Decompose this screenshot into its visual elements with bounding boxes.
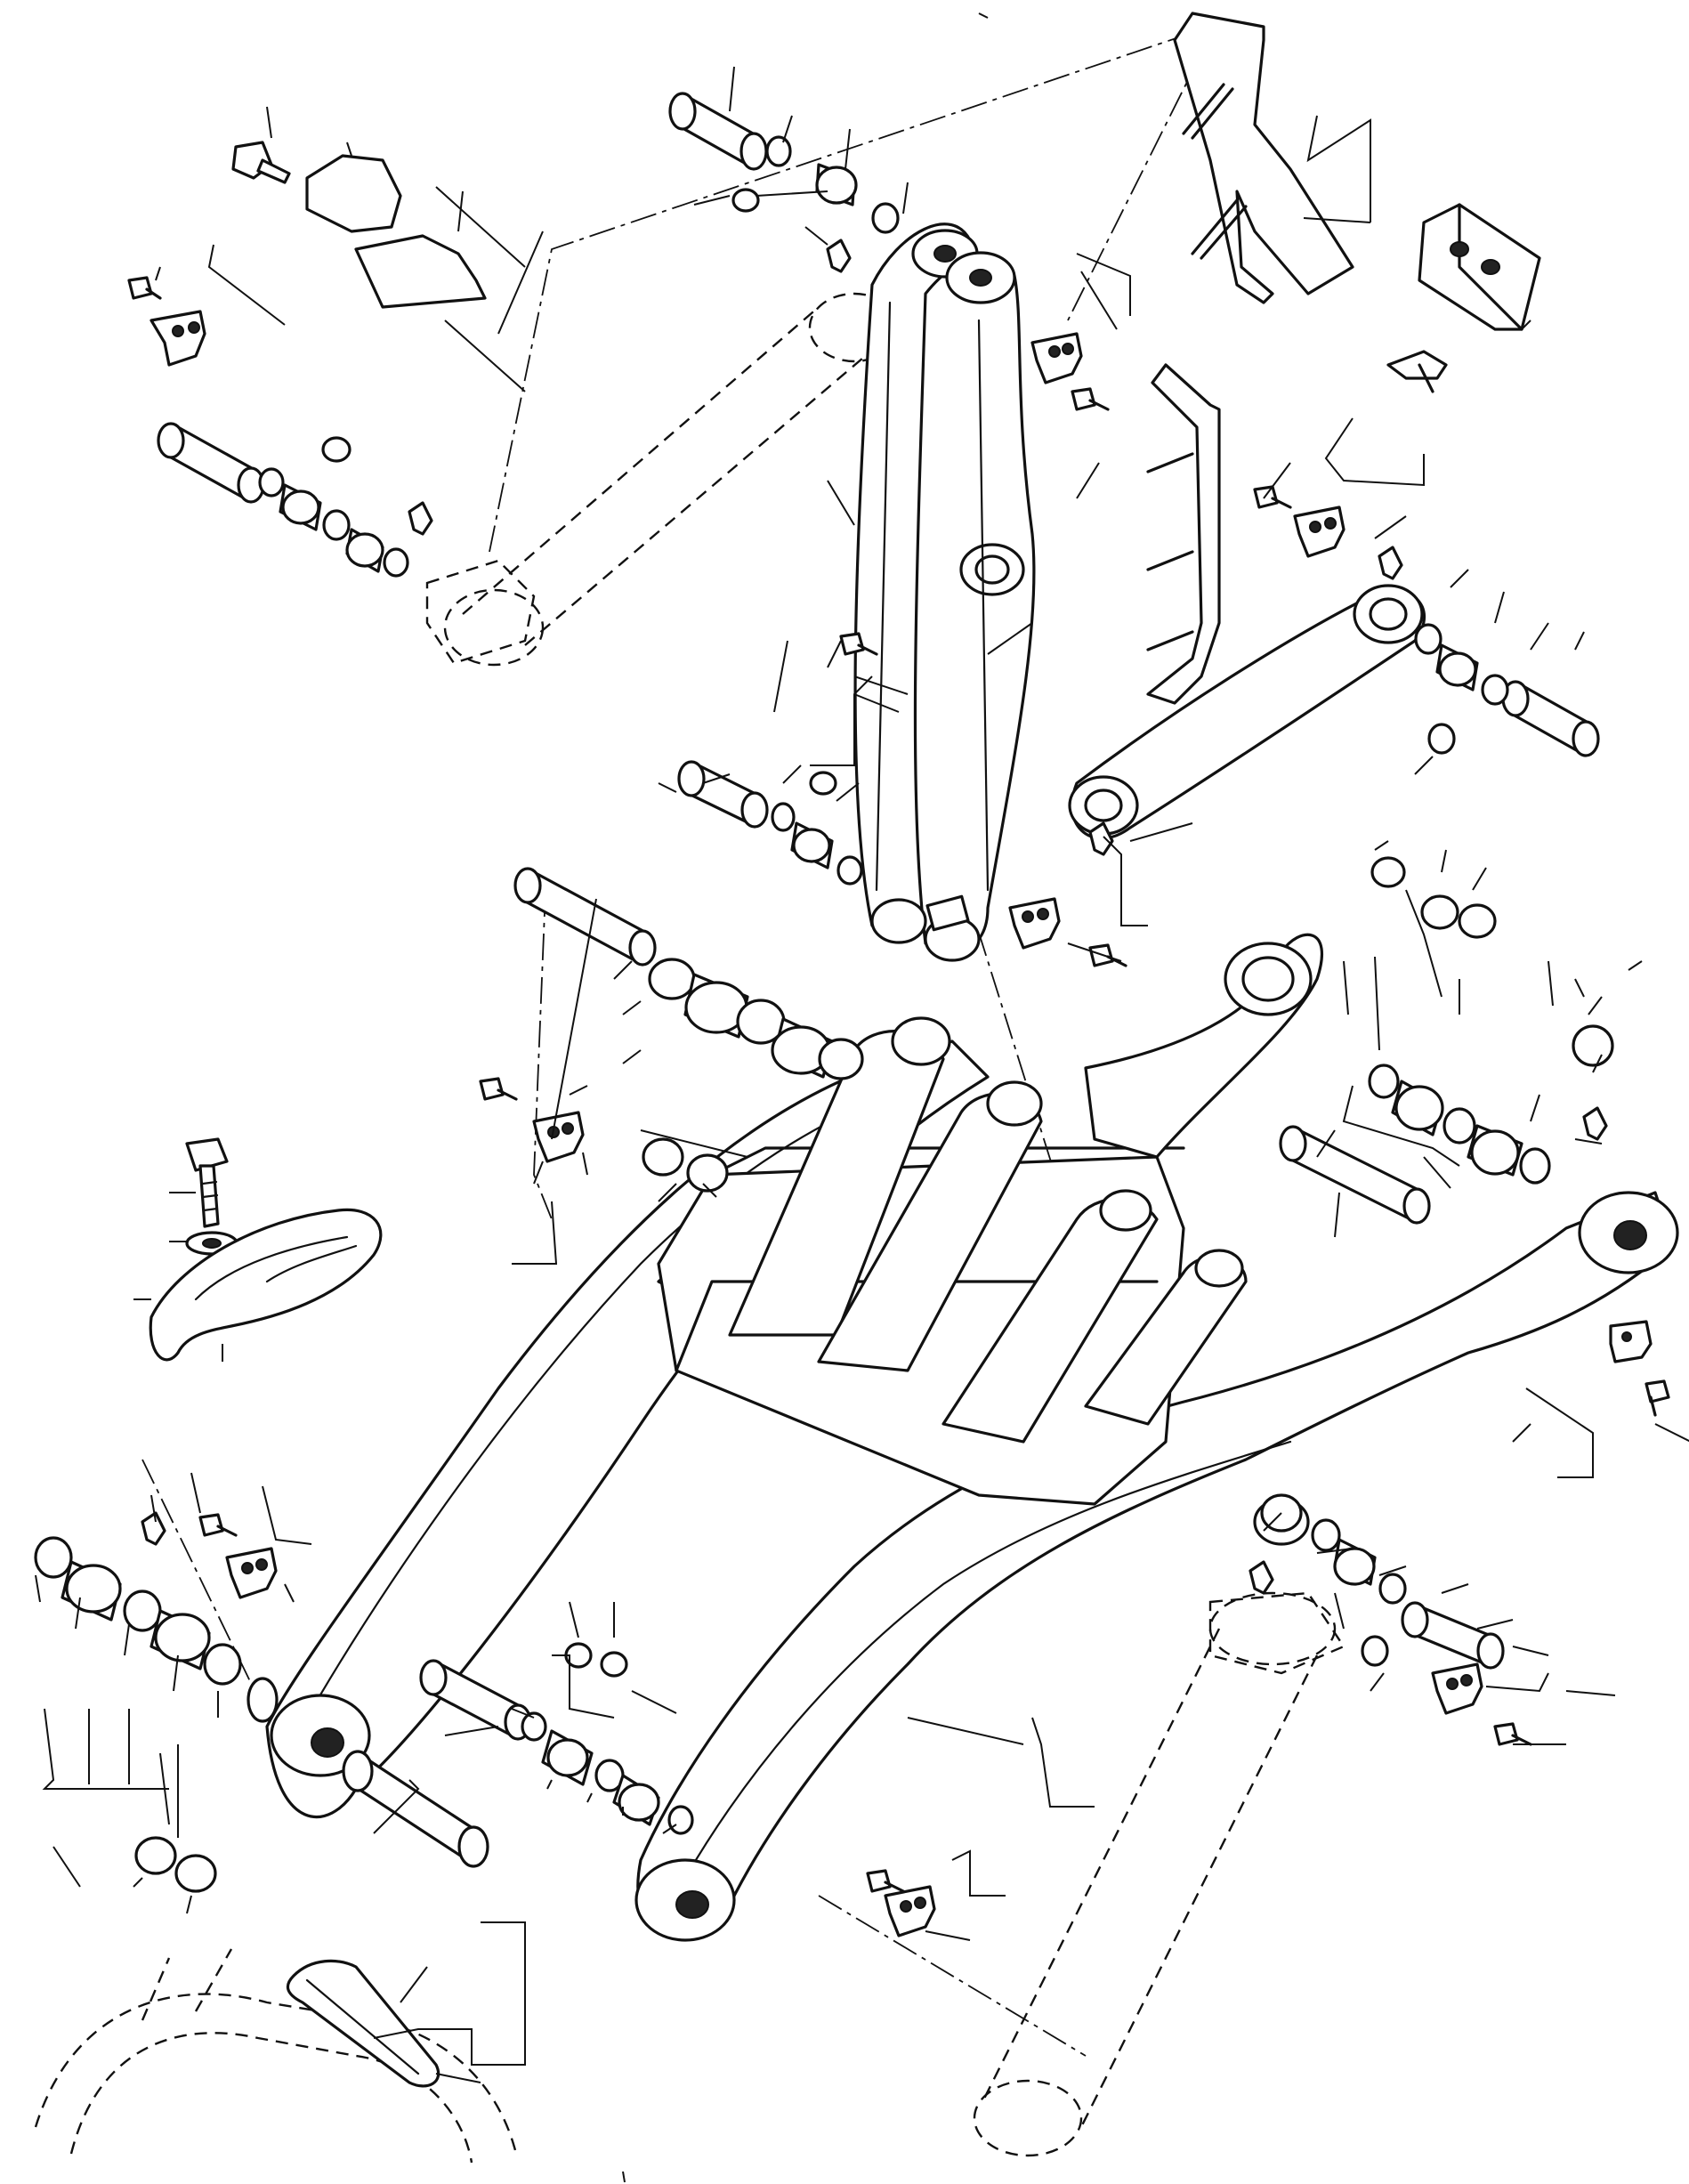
grease-fitting-2 (408, 501, 433, 536)
wear-pad-block (1418, 203, 1541, 331)
curved-shoe-left (149, 1208, 383, 1362)
lock-plate-7 (225, 1547, 278, 1599)
guard-bracket-mid (1146, 363, 1221, 705)
wedge-block-2 (354, 234, 487, 309)
centerline-linkpin (533, 889, 553, 1220)
guard-strip-top (1173, 12, 1354, 304)
grease-fitting-7 (1249, 1560, 1274, 1595)
wear-blocks (149, 154, 487, 2088)
lift-arm-right-boom (636, 1191, 1675, 1939)
lock-plate-9 (884, 1885, 936, 1937)
bolt-small-6 (479, 1077, 518, 1101)
centerline-left-stack (141, 1459, 295, 1772)
bolt-small-9 (1493, 1722, 1532, 1746)
wedge-block-1 (305, 154, 402, 233)
lock-plate-6 (1609, 1320, 1653, 1363)
ghost-upper-cylinder (425, 292, 901, 667)
pin-upper-left (157, 422, 265, 504)
ghost-lower-cylinder (973, 1591, 1346, 2157)
bushings-and-seals (34, 135, 1614, 1893)
grease-fitting-6 (141, 1511, 166, 1546)
bolt-small-8 (198, 1513, 238, 1537)
bolt-small-7 (1645, 1379, 1670, 1417)
pin-right-rod (1501, 680, 1600, 757)
bolt-small-5 (1088, 943, 1127, 967)
centerline-cylinder-upper (489, 26, 1211, 553)
lock-plate-5 (532, 1111, 585, 1163)
grease-fitting-5 (1582, 1106, 1608, 1141)
lock-plate-4 (1008, 897, 1061, 950)
pin-bottom-left (342, 1750, 489, 1868)
pin-bottom-right (1401, 1601, 1505, 1670)
lock-plates (150, 310, 1653, 1937)
bolt-small-3 (1253, 485, 1292, 509)
bolt-small-2 (1071, 387, 1110, 411)
pin-mid-center (677, 760, 769, 829)
grease-fitting-4 (1088, 821, 1114, 856)
grease-fitting-3 (1378, 546, 1403, 580)
bolt-small-1 (127, 276, 162, 300)
ghost-frame (34, 1948, 518, 2164)
lock-plate-8 (1431, 1662, 1483, 1715)
bolt-top-left (231, 141, 291, 184)
lock-plate-1 (150, 310, 206, 367)
grease-fitting-1 (826, 239, 852, 273)
curved-shoe-slot (265, 1244, 358, 1283)
pin-top-center (668, 92, 768, 171)
carriage-bolt-upper (1386, 350, 1448, 380)
bellcrank-plate-front (913, 255, 1036, 954)
upper-right-parts (1068, 12, 1541, 840)
pin-link-long (513, 867, 657, 967)
centerline-rod (1067, 53, 1202, 321)
lock-plate-2 (1030, 332, 1083, 384)
bolts-and-fittings (127, 141, 1670, 1893)
curved-shoe-bottom (286, 1959, 440, 2088)
bolt-small-10 (866, 1869, 905, 1893)
centerline-lower-pin (818, 1895, 1087, 2057)
lock-plate-3 (1293, 506, 1346, 558)
bolt-small-4 (839, 632, 878, 656)
large-bolt (185, 1137, 238, 1256)
leader-lines (35, 12, 1689, 2183)
bellcrank-assembly (853, 222, 1036, 962)
lift-arm-assembly (265, 933, 1679, 1942)
